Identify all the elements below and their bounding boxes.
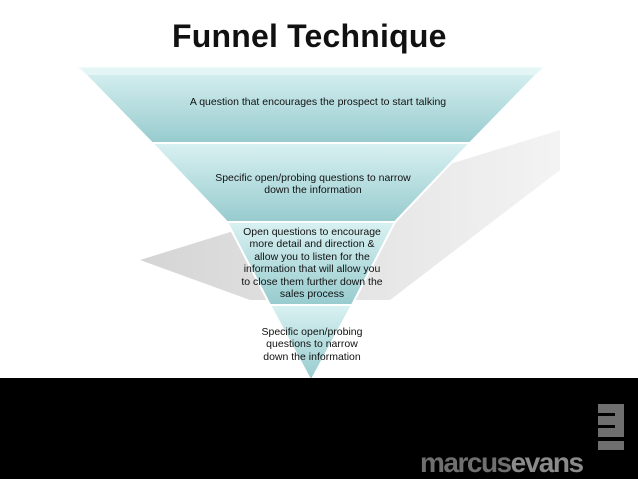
slide-title: Funnel Technique <box>172 18 447 54</box>
funnel-stage-2-text: Specific open/probing questions to narro… <box>215 172 411 197</box>
funnel-highlight <box>78 67 544 75</box>
footer-band <box>0 378 638 479</box>
logo-text-evans: evans <box>510 447 584 478</box>
funnel-stage-4 <box>268 304 354 384</box>
funnel-stage-1-text: A question that encourages the prospect … <box>189 96 447 108</box>
funnel-stage-3-text: Open questions to encourage more detail … <box>241 226 383 301</box>
logo-text-marcus: marcus <box>420 447 512 478</box>
marcus-evans-logo: marcusevans <box>420 447 584 478</box>
marcus-evans-logo-mark <box>598 404 624 450</box>
funnel-stage-4-text: Specific open/probing questions to narro… <box>261 326 363 363</box>
